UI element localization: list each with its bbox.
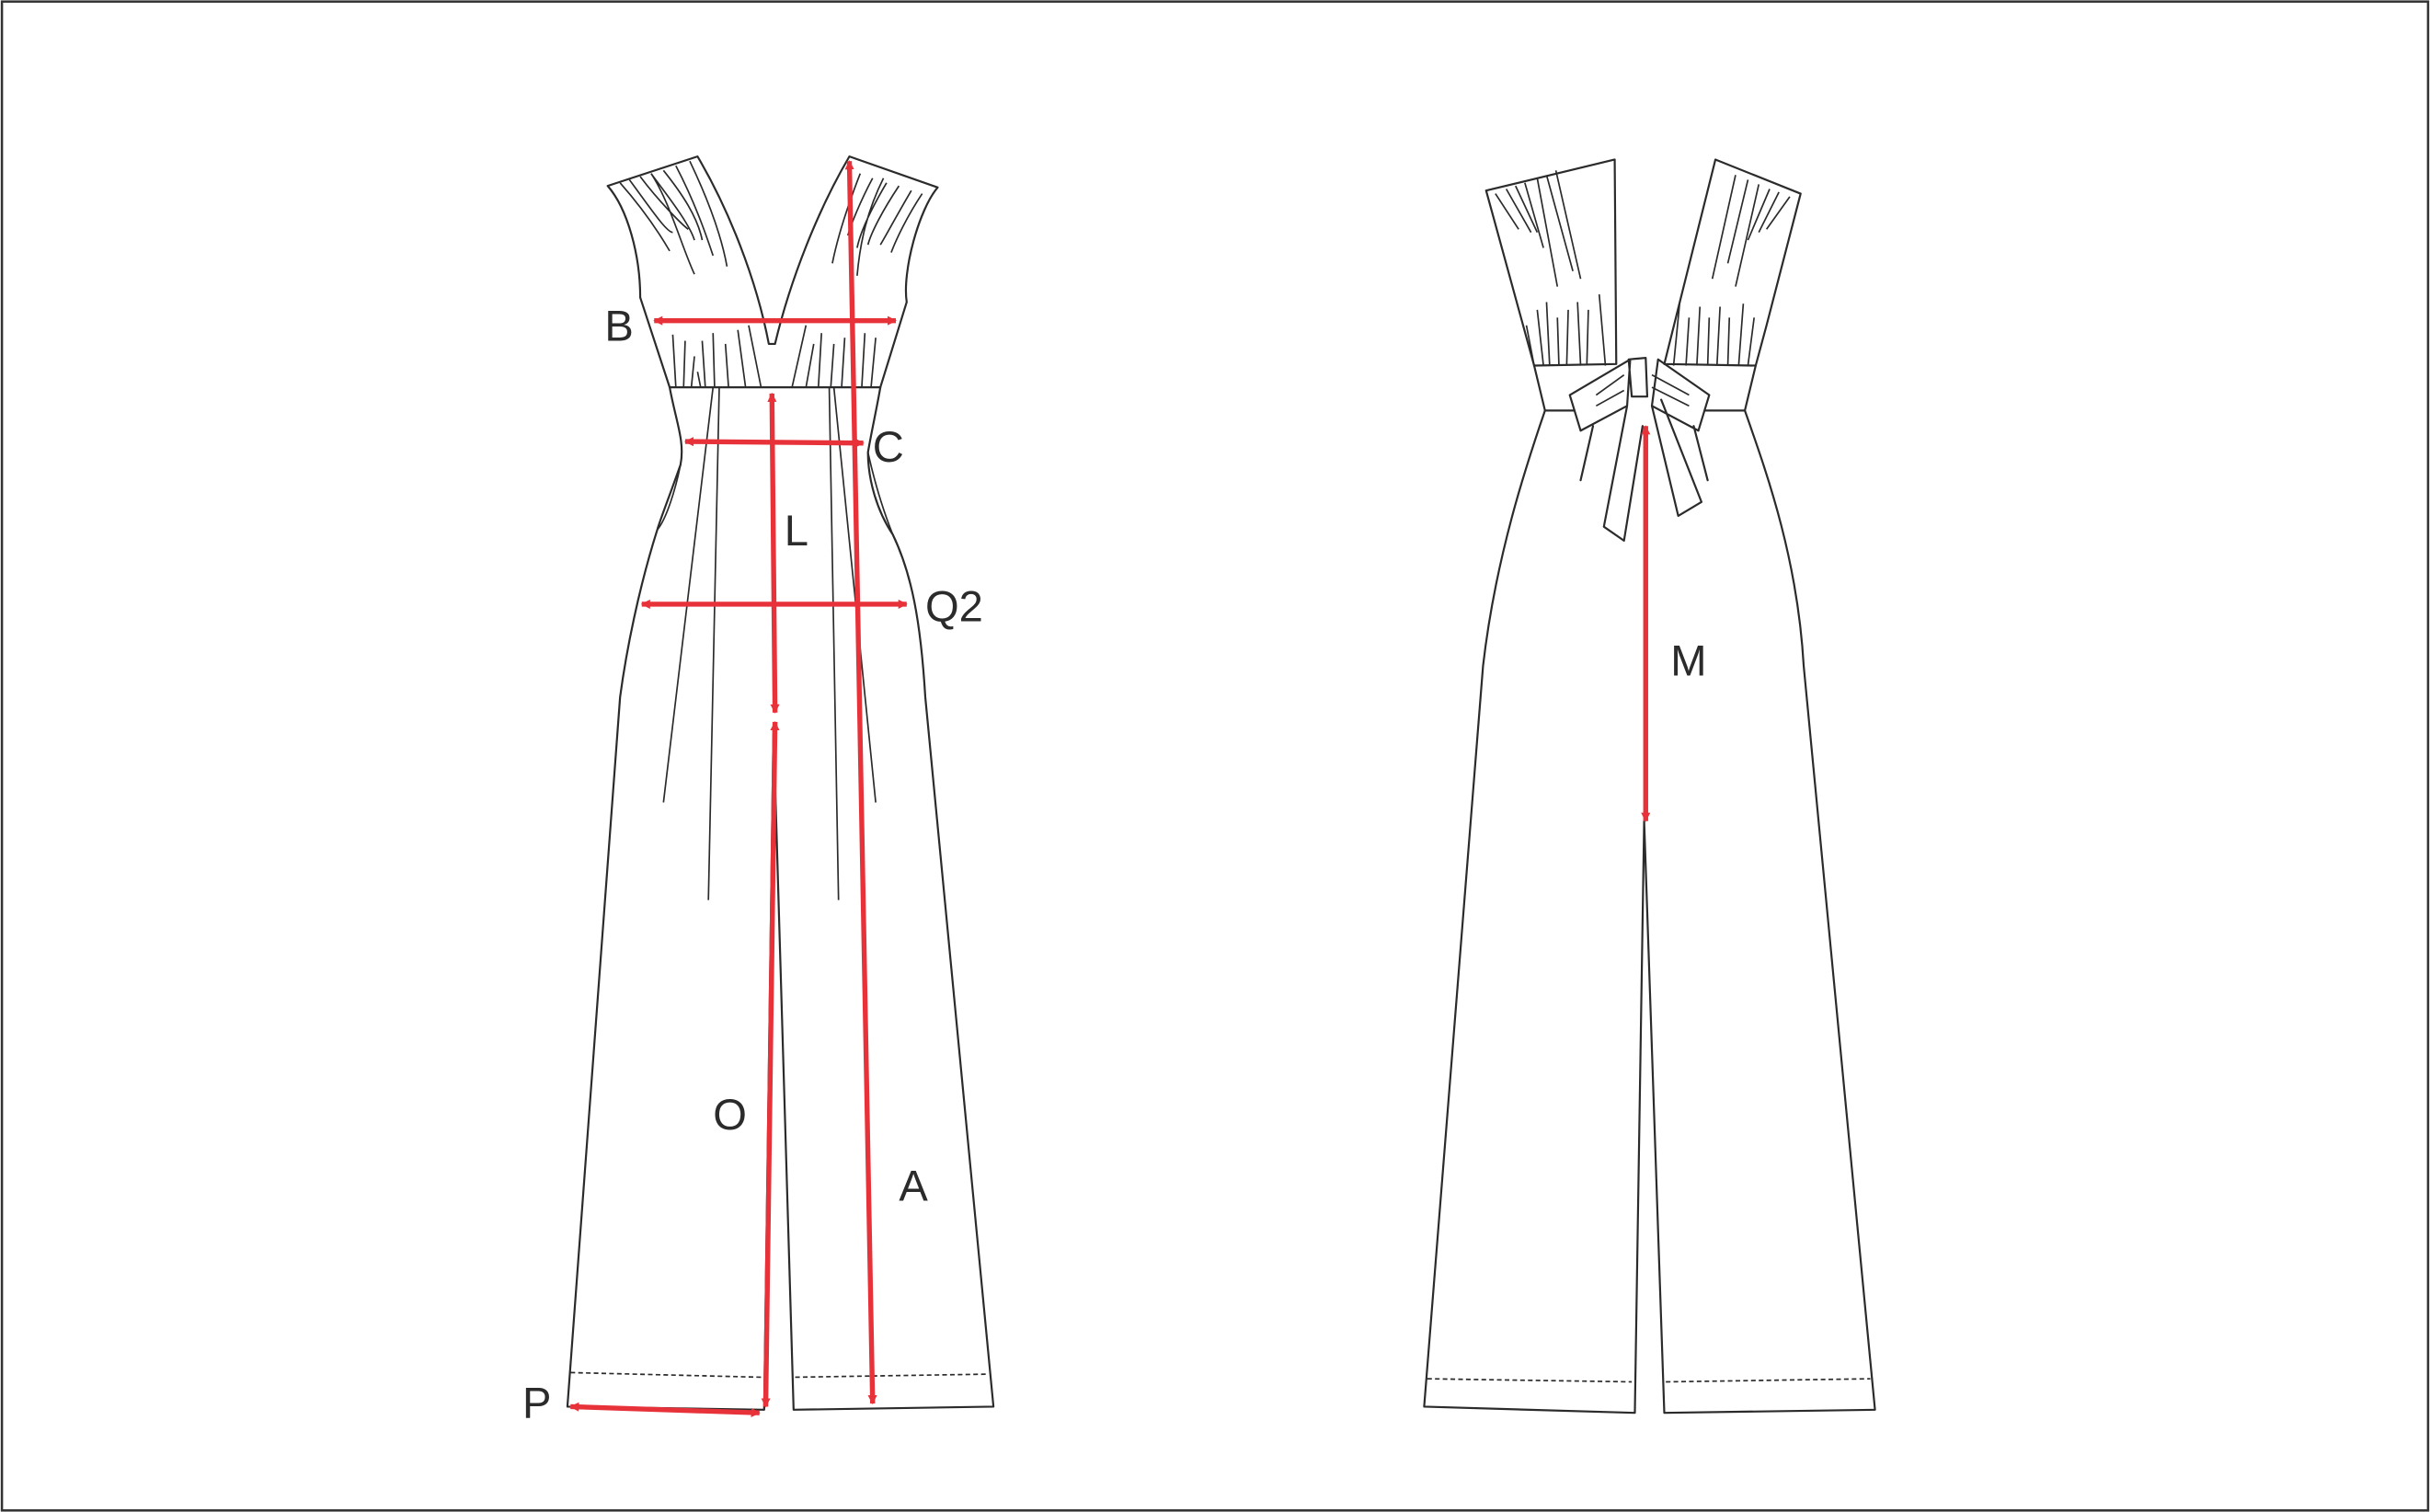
label-m: M	[1670, 636, 1706, 684]
front-measurements: B C L Q2 O A P	[522, 160, 983, 1426]
label-b: B	[604, 302, 633, 350]
back-measurements: M	[1641, 425, 1707, 822]
arrow-p	[569, 1402, 761, 1417]
front-hem-stitch	[570, 1371, 990, 1379]
label-c: C	[873, 422, 904, 471]
arrow-a	[844, 160, 877, 1405]
arrow-l	[767, 392, 780, 714]
label-a: A	[899, 1161, 928, 1209]
label-l: L	[785, 506, 808, 555]
arrow-o	[761, 720, 780, 1408]
back-outline	[1484, 158, 1802, 367]
back-bow	[1568, 357, 1711, 542]
label-p: P	[522, 1378, 551, 1426]
front-outline	[606, 155, 939, 389]
label-o: O	[713, 1090, 747, 1139]
front-pleat-lines	[662, 387, 877, 900]
back-gather-lines	[1495, 170, 1791, 407]
back-hem-stitch	[1427, 1378, 1871, 1383]
label-q2: Q2	[925, 581, 983, 630]
